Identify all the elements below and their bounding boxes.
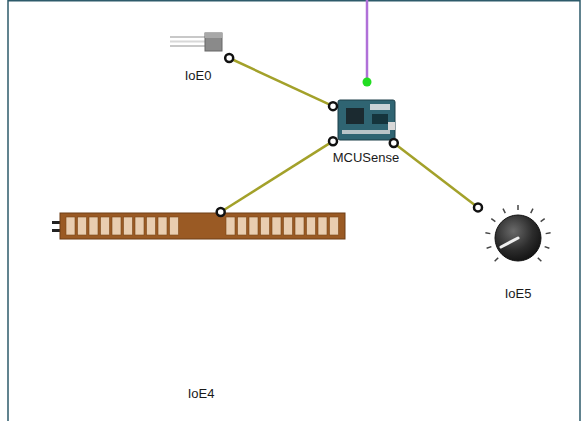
flex-segment xyxy=(135,217,144,235)
device-label: IoE0 xyxy=(185,68,212,83)
flex-segment xyxy=(147,217,156,235)
flex-segment xyxy=(124,217,133,235)
device-label: IoE4 xyxy=(188,386,215,401)
flex-segment xyxy=(89,217,98,235)
flex-segment xyxy=(284,217,293,235)
dial-tick xyxy=(538,258,542,262)
port-dot xyxy=(329,137,337,145)
dial-tick xyxy=(485,232,490,234)
flex-segment xyxy=(272,217,281,235)
microcontroller-device: MCUSense xyxy=(333,99,397,143)
frame xyxy=(8,0,580,421)
dial-tick xyxy=(487,247,492,249)
flex-segment xyxy=(318,217,327,235)
flex-sensor-icon xyxy=(52,213,345,239)
flex-segment xyxy=(238,217,247,235)
device-label: MCUSense xyxy=(333,150,399,165)
flex-sensor-device: IoE4 xyxy=(52,212,345,240)
flex-segment xyxy=(112,217,121,235)
dial-tick xyxy=(541,219,545,222)
connections xyxy=(217,54,482,216)
flex-segment xyxy=(261,217,270,235)
cable xyxy=(229,58,333,106)
port-dot xyxy=(225,54,233,62)
flex-segment xyxy=(295,217,304,235)
flex-segment xyxy=(330,217,339,235)
dial-tick xyxy=(495,258,499,262)
device-label: IoE5 xyxy=(505,286,532,301)
port-dot xyxy=(390,139,398,147)
dial-tick xyxy=(546,232,551,234)
sensor-device: IoE0 xyxy=(168,30,230,58)
cable xyxy=(221,141,333,212)
temperature-sensor-icon xyxy=(170,33,222,51)
flex-segment xyxy=(170,217,179,235)
network-link xyxy=(363,0,372,87)
dial-tick xyxy=(531,209,533,213)
dial-tick xyxy=(503,209,505,213)
cable xyxy=(394,143,478,207)
potentiometer-icon xyxy=(485,205,550,261)
port-dot xyxy=(217,208,225,216)
flex-segment xyxy=(249,217,258,235)
flex-segment xyxy=(78,217,87,235)
port-dot xyxy=(329,102,337,110)
dial-tick xyxy=(545,247,550,249)
flex-segment xyxy=(158,217,167,235)
dial-tick xyxy=(491,219,495,222)
port-dot xyxy=(474,203,482,211)
potentiometer-device: IoE5 xyxy=(478,198,558,278)
microcontroller-board-icon xyxy=(338,100,395,140)
flex-segment xyxy=(307,217,316,235)
flex-segment xyxy=(226,217,235,235)
flex-segment xyxy=(66,217,75,235)
flex-segment xyxy=(101,217,110,235)
dial-tick xyxy=(517,205,519,210)
